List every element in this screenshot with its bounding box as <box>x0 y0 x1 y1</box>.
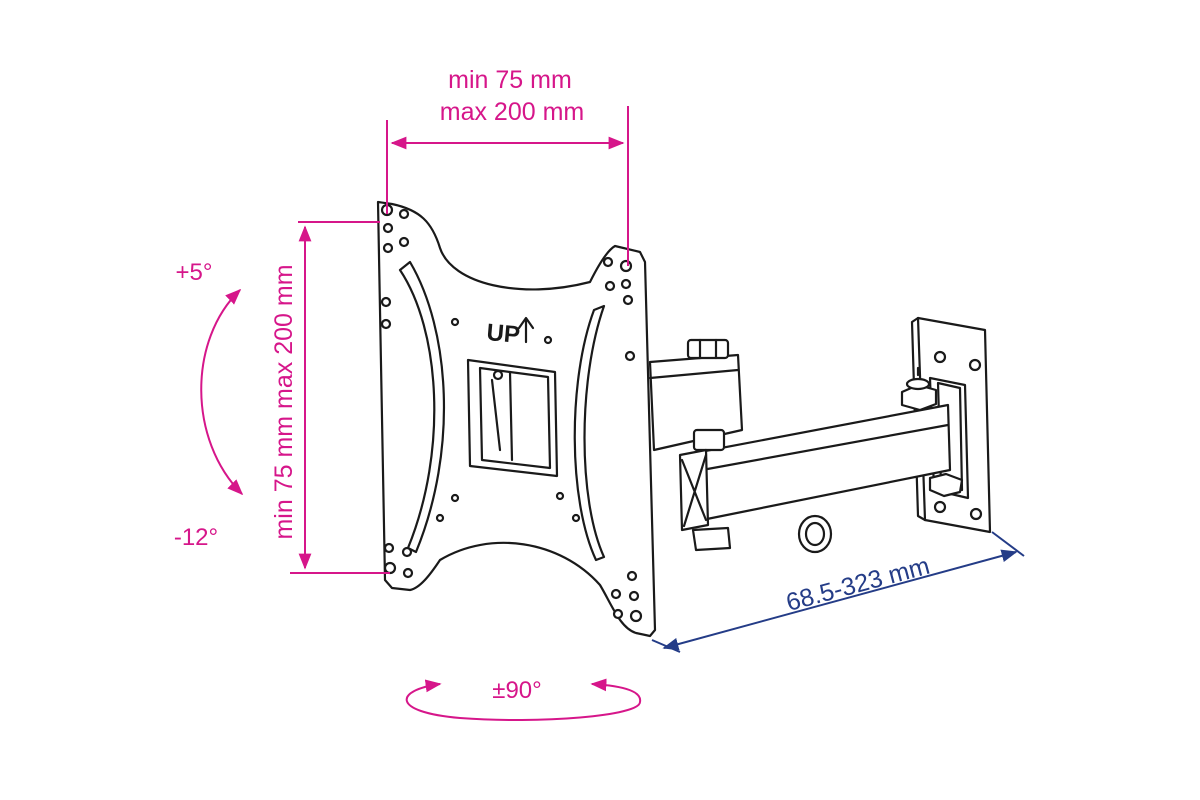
extension-dimension <box>651 531 1025 653</box>
tilt-down-label: -12° <box>174 524 218 551</box>
extension-label: 68.5-323 mm <box>783 552 933 617</box>
width-label-min: min 75 mm <box>448 66 572 94</box>
height-label: min 75 mm max 200 mm <box>270 264 298 539</box>
width-label-max: max 200 mm <box>440 98 584 126</box>
swivel-label: ±90° <box>492 677 541 704</box>
height-dimension <box>290 221 390 574</box>
mounting-holes <box>380 203 643 623</box>
tilt-indicator <box>200 288 244 496</box>
plate-up-marking: UP <box>485 319 521 349</box>
up-arrow-icon <box>517 316 535 344</box>
tv-mounting-plate: UP <box>376 200 657 638</box>
swivel-indicator <box>405 678 642 722</box>
front-arm <box>648 338 833 554</box>
width-dimension <box>386 106 629 266</box>
tilt-up-label: +5° <box>176 259 213 286</box>
